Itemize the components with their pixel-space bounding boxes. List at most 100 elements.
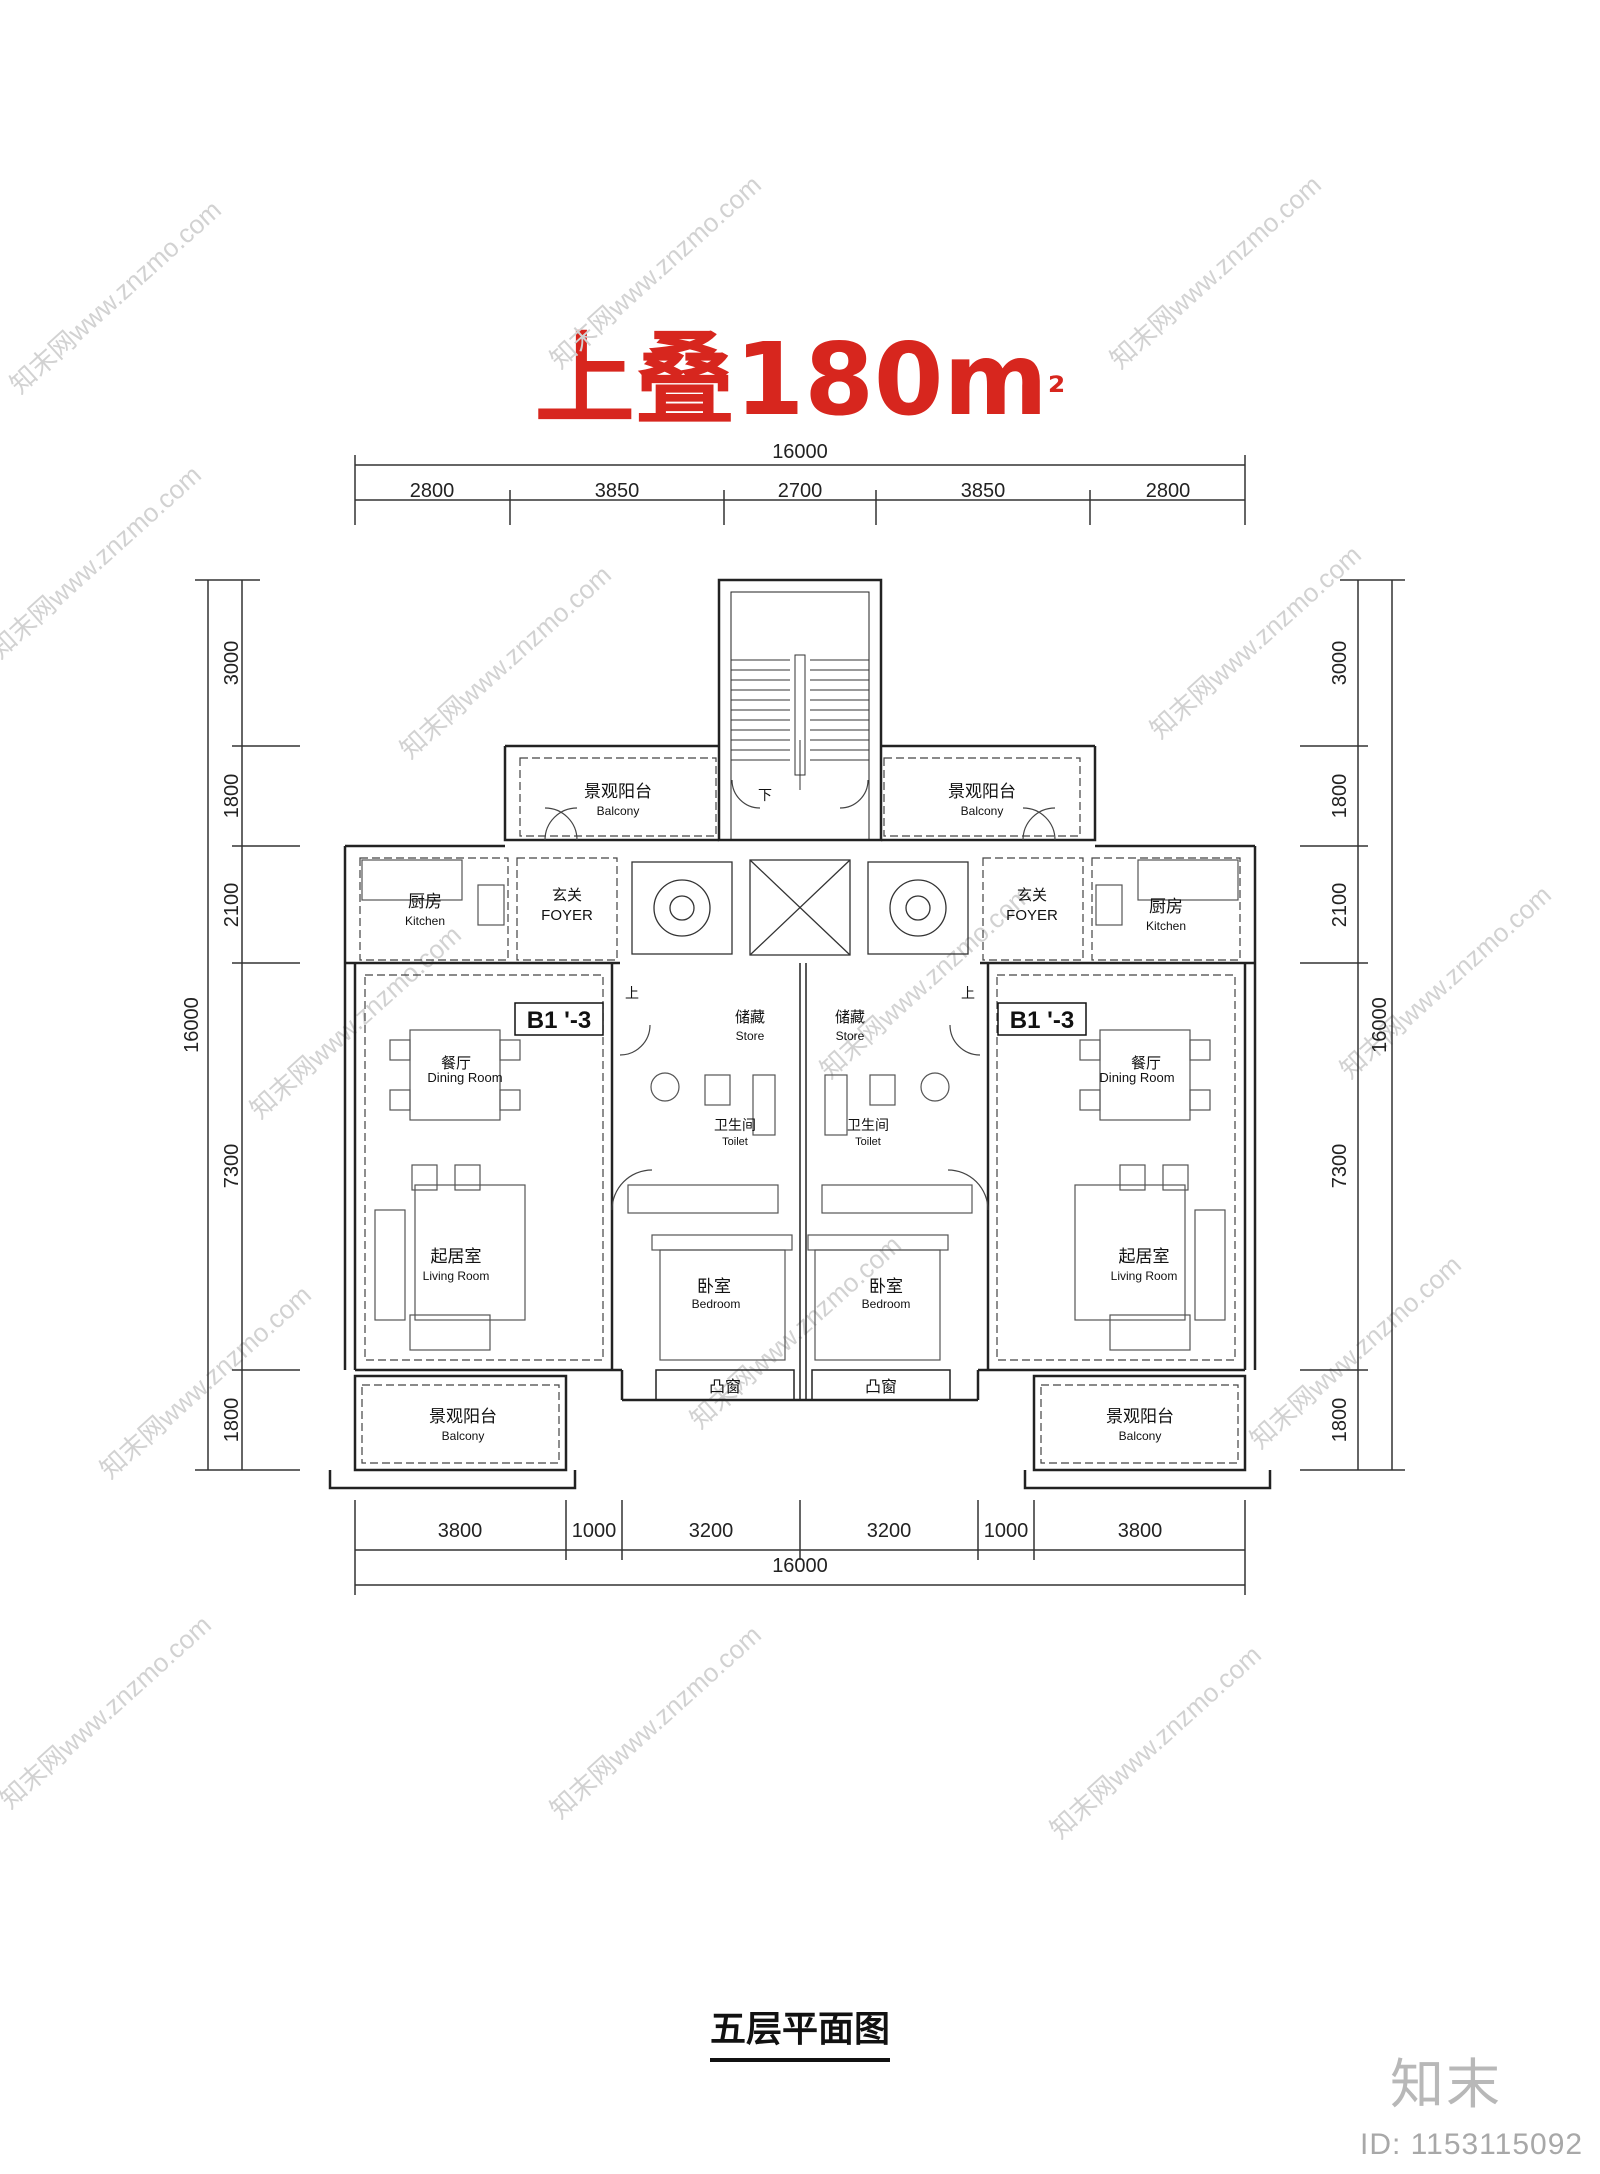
dim-top-segment: 3850 [961,480,1006,502]
watermark: 知末网www.znzmo.com [544,1619,767,1824]
watermark: 知末网www.znzmo.com [94,1279,317,1484]
unit-tag-left: B1 '-3 [527,1007,591,1034]
label-balcony-cn: 景观阳台 [948,782,1016,801]
unit-tags: B1 '-3 B1 '-3 [514,1002,1087,1036]
dim-right-segment: 3000 [1329,641,1351,686]
title-superscript: ² [1047,369,1066,415]
drawing-caption: 五层平面图 [0,2000,1600,2062]
label-stair-up: 上 [625,985,639,1001]
dim-left-segment: 7300 [221,1144,243,1189]
furniture [361,859,1239,1361]
title-text: 上叠180m [534,321,1048,438]
elevator-core [631,859,969,956]
dim-left-segment: 1800 [221,774,243,819]
dim-bottom-segment: 3800 [1118,1520,1163,1542]
dim-bottom-segment: 3800 [438,1520,483,1542]
label-living-cn: 起居室 [1119,1247,1170,1266]
label-bedroom-cn: 卧室 [697,1277,731,1296]
dim-right-segment: 1800 [1329,1398,1351,1443]
dim-right-total: 16000 [1369,997,1391,1053]
label-dining-en: Dining Room [1099,1070,1174,1085]
watermark: 知末网www.znzmo.com [394,559,617,764]
label-kitchen-en: Kitchen [405,914,445,928]
watermark: 知末网www.znzmo.com [1244,1249,1467,1454]
label-kitchen-en: Kitchen [1146,919,1186,933]
dim-top-segment: 2700 [778,480,823,502]
watermark: 知末网www.znzmo.com [1044,1639,1267,1844]
watermark: 知末网www.znzmo.com [684,1229,907,1434]
page-title: 上叠180m² [0,325,1600,435]
dim-left-segment: 3000 [221,641,243,686]
doors [544,779,1056,1211]
label-toilet-en: Toilet [722,1136,748,1148]
label-balcony-cn: 景观阳台 [584,782,652,801]
dim-bottom-segment: 1000 [984,1520,1029,1542]
label-toilet-cn: 卫生间 [847,1117,889,1133]
label-bedroom-en: Bedroom [692,1297,741,1311]
dim-bottom-total: 16000 [772,1555,828,1577]
watermark: 知末网www.znzmo.com [1104,169,1327,374]
dim-bottom-segment: 3200 [867,1520,912,1542]
label-foyer-en: FOYER [1006,907,1058,924]
label-store-cn: 储藏 [835,1009,865,1026]
label-toilet-cn: 卫生间 [714,1117,756,1133]
watermark: 知末网www.znzmo.com [4,194,227,399]
dim-top-segment: 2800 [1146,480,1191,502]
dim-right-segment: 1800 [1329,774,1351,819]
stair-treads [731,654,869,790]
label-bedroom-en: Bedroom [862,1297,911,1311]
label-bay-window-cn: 凸窗 [865,1378,897,1396]
caption-text: 五层平面图 [709,2000,890,2062]
label-kitchen-cn: 厨房 [1149,897,1183,916]
label-dining-cn: 餐厅 [441,1055,471,1072]
dim-right-segment: 7300 [1329,1144,1351,1189]
label-bay-window-cn: 凸窗 [709,1378,741,1396]
dim-left-total: 16000 [181,997,203,1053]
dimension-labels: 16000 2800 3850 2700 3850 2800 3800 1000… [181,441,1391,1577]
label-foyer-cn: 玄关 [1017,887,1047,904]
dim-top-segment: 2800 [410,480,455,502]
label-store-cn: 储藏 [735,1009,765,1026]
id-text: ID: 1153115092 [1360,2128,1584,2161]
label-foyer-cn: 玄关 [552,887,582,904]
label-balcony-en: Balcony [597,804,640,818]
label-toilet-en: Toilet [855,1136,881,1148]
label-kitchen-cn: 厨房 [408,892,442,911]
label-balcony-en: Balcony [1119,1429,1162,1443]
label-living-cn: 起居室 [431,1247,482,1266]
room-outlines [359,757,1241,1464]
watermark-layer: 知末网www.znzmo.com 知末网www.znzmo.com 知末网www… [0,169,1557,1844]
label-store-en: Store [736,1029,765,1043]
unit-tag-right: B1 '-3 [1010,1007,1074,1034]
watermark: 知末网www.znzmo.com [0,459,207,664]
label-stair-down: 下 [758,787,772,803]
dim-left-segment: 1800 [221,1398,243,1443]
watermark: 知末网www.znzmo.com [544,169,767,374]
dim-top-segment: 3850 [595,480,640,502]
room-labels: 景观阳台 Balcony 景观阳台 Balcony 厨房 Kitchen 厨房 … [405,782,1186,1443]
label-dining-cn: 餐厅 [1131,1055,1161,1072]
label-living-en: Living Room [423,1269,490,1283]
walls [328,578,1272,1490]
label-foyer-en: FOYER [541,907,593,924]
label-balcony-cn: 景观阳台 [429,1407,497,1426]
dimension-lines [195,455,1405,1595]
watermark: 知末网www.znzmo.com [1334,879,1557,1084]
label-living-en: Living Room [1111,1269,1178,1283]
watermark: 知末网www.znzmo.com [814,879,1037,1084]
dim-right-segment: 2100 [1329,883,1351,928]
brand-logo: 知末 [1390,2053,1502,2116]
dim-top-total: 16000 [772,441,828,463]
label-balcony-en: Balcony [961,804,1004,818]
dim-left-segment: 2100 [221,883,243,928]
label-store-en: Store [836,1029,865,1043]
label-balcony-cn: 景观阳台 [1106,1407,1174,1426]
watermark: 知末网www.znzmo.com [0,1609,217,1814]
label-stair-up: 上 [961,985,975,1001]
dim-bottom-segment: 3200 [689,1520,734,1542]
label-balcony-en: Balcony [442,1429,485,1443]
label-bedroom-cn: 卧室 [869,1277,903,1296]
label-dining-en: Dining Room [427,1070,502,1085]
